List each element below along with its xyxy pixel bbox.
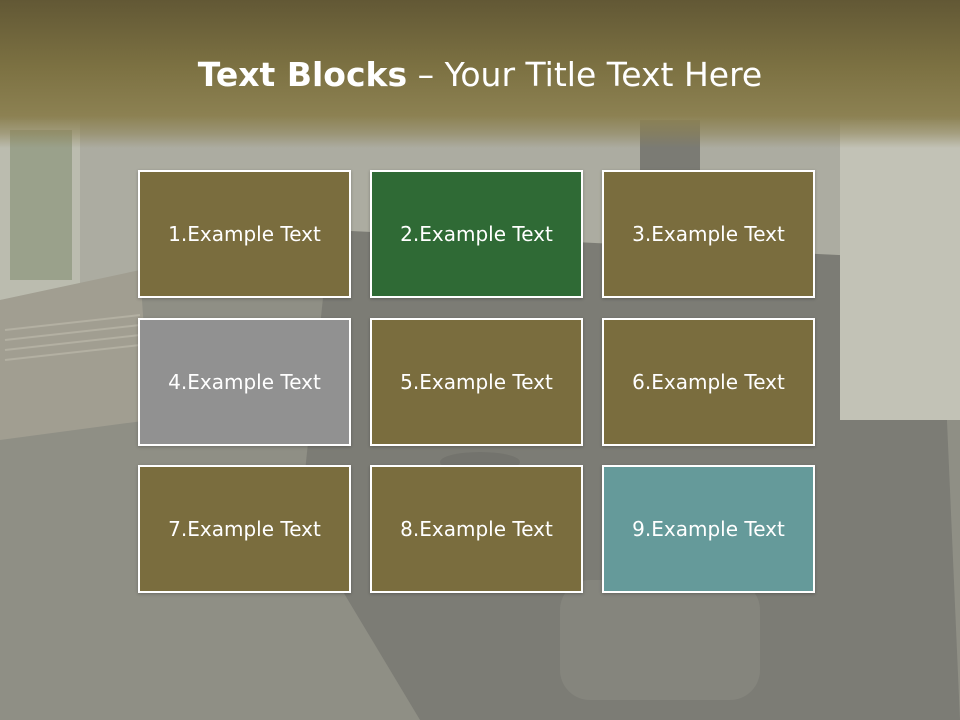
title-bold: Text Blocks [197, 55, 408, 94]
text-block-6[interactable]: 6.Example Text [602, 318, 815, 446]
text-block-7[interactable]: 7.Example Text [138, 465, 351, 593]
text-block-4[interactable]: 4.Example Text [138, 318, 351, 446]
text-block-label: 2.Example Text [400, 222, 553, 246]
text-block-label: 9.Example Text [632, 517, 785, 541]
text-block-8[interactable]: 8.Example Text [370, 465, 583, 593]
text-block-9[interactable]: 9.Example Text [602, 465, 815, 593]
text-block-grid: 1.Example Text 2.Example Text 3.Example … [138, 170, 816, 594]
title-band [0, 0, 960, 148]
text-block-label: 8.Example Text [400, 517, 553, 541]
text-block-2[interactable]: 2.Example Text [370, 170, 583, 298]
text-block-label: 5.Example Text [400, 370, 553, 394]
slide-title: Text Blocks – Your Title Text Here [0, 52, 960, 98]
text-block-label: 1.Example Text [168, 222, 321, 246]
text-block-label: 4.Example Text [168, 370, 321, 394]
text-block-1[interactable]: 1.Example Text [138, 170, 351, 298]
title-rest: – Your Title Text Here [407, 55, 763, 94]
text-block-label: 3.Example Text [632, 222, 785, 246]
text-block-label: 7.Example Text [168, 517, 321, 541]
text-block-label: 6.Example Text [632, 370, 785, 394]
text-block-5[interactable]: 5.Example Text [370, 318, 583, 446]
text-block-3[interactable]: 3.Example Text [602, 170, 815, 298]
